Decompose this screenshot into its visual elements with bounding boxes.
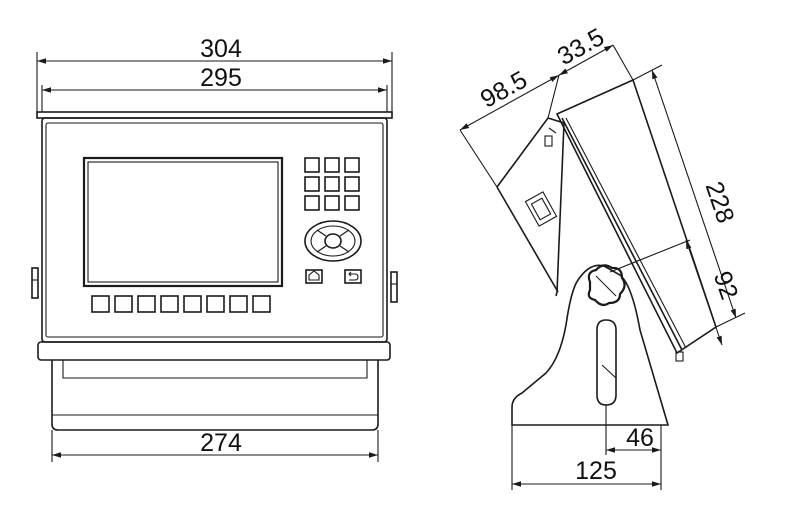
dim-pivot-height: 92 — [708, 268, 744, 303]
indicator-housing — [41, 117, 388, 343]
dim-side-depth: 98.5 — [476, 66, 532, 114]
tilt-knob — [587, 264, 626, 307]
dim-base-depth: 125 — [575, 457, 617, 485]
numeric-keypad — [304, 157, 360, 211]
dim-line-pivot-height — [685, 239, 723, 346]
stand-bracket — [511, 264, 670, 426]
side-view: 98.5 33.5 228 92 — [459, 23, 746, 490]
return-icon — [344, 269, 362, 284]
dim-height: 228 — [700, 178, 740, 227]
dim-base-width: 274 — [200, 429, 242, 457]
function-keys — [91, 295, 271, 313]
dim-line-front-depth — [558, 44, 614, 76]
lcd-display — [82, 156, 284, 288]
dim-front-depth: 33.5 — [553, 23, 609, 71]
front-view: 304 295 — [31, 35, 398, 462]
dim-line-side-depth — [459, 74, 560, 131]
dim-line-height — [651, 69, 737, 319]
home-icon — [305, 269, 323, 284]
rear-housing — [496, 117, 565, 297]
dim-pivot-offset: 46 — [626, 424, 654, 452]
dim-panel-width: 295 — [200, 64, 242, 92]
dim-overall-width: 304 — [200, 35, 242, 63]
navigation-pad — [304, 220, 362, 262]
